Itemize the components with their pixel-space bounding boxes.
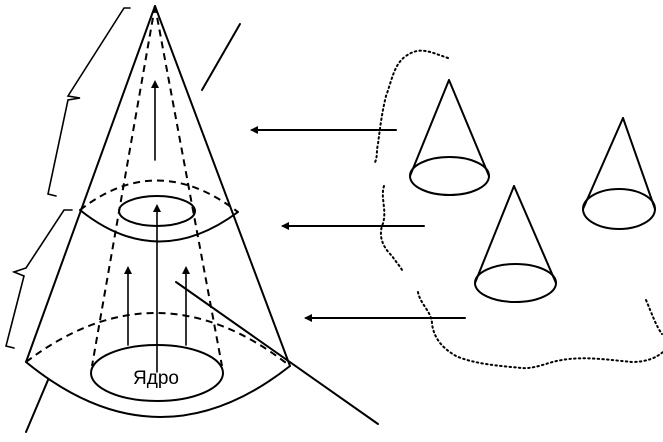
core-cone-left-edge bbox=[91, 5, 156, 367]
main-cone-base-arc bbox=[25, 361, 291, 418]
core-cone-right-edge bbox=[154, 5, 223, 367]
dotted-outline-upper bbox=[373, 49, 449, 165]
small-cone-1 bbox=[409, 79, 490, 196]
main-cone-base-back bbox=[25, 312, 291, 367]
lower-brace bbox=[5, 209, 73, 349]
diagonal-pointer-line bbox=[175, 281, 379, 425]
main-cone: Ядро bbox=[25, 5, 291, 418]
middle-layer-front bbox=[79, 209, 239, 243]
bottom-left-pointer-line bbox=[25, 379, 49, 433]
top-pointer-line bbox=[201, 23, 241, 91]
small-cone-2 bbox=[474, 185, 557, 303]
core-label: Ядро bbox=[133, 368, 179, 389]
dotted-outline-right bbox=[645, 299, 663, 335]
main-cone-left-edge bbox=[25, 5, 156, 363]
dotted-outline-middle bbox=[380, 185, 403, 271]
dotted-outline-lower bbox=[417, 291, 663, 370]
middle-layer-back bbox=[79, 179, 239, 213]
upper-brace bbox=[47, 7, 131, 197]
main-cone-right-edge bbox=[154, 5, 291, 367]
small-cone-3 bbox=[582, 117, 656, 230]
